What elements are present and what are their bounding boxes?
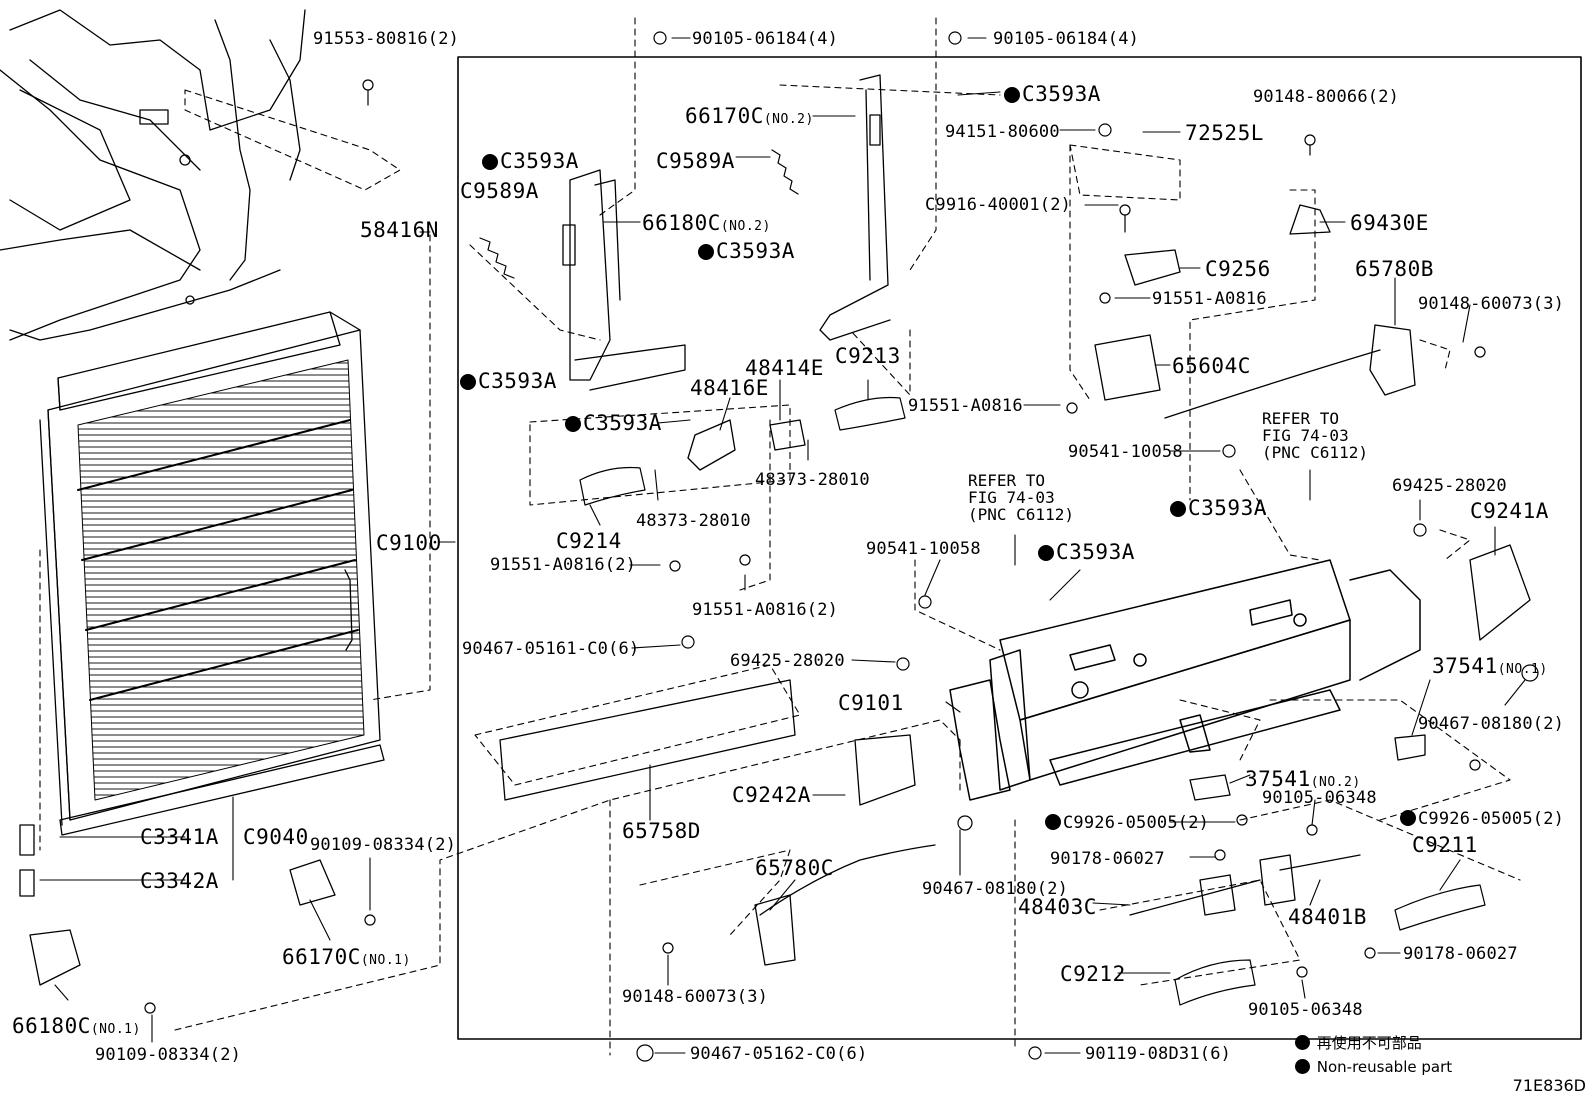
part-label-90541-10058-1: 90541-10058 <box>1068 442 1183 462</box>
part-label-c9213: C9213 <box>835 344 901 368</box>
part-label-48373-28010-1: 48373-28010 <box>755 470 870 490</box>
part-label-c3593a-4: C3593A <box>460 370 557 392</box>
part-label-c9212: C9212 <box>1060 962 1126 986</box>
part-label-c9242a: C9242A <box>732 783 811 807</box>
part-label-c9040: C9040 <box>243 825 309 849</box>
part-label-48414e: 48414E <box>745 356 824 380</box>
non-reusable-marker <box>460 374 476 390</box>
part-label-90148-80066: 90148-80066(2) <box>1253 87 1400 107</box>
figure-code: 71E836D <box>1512 1076 1586 1095</box>
reference-note-2: REFER TO FIG 74-03 (PNC C6112) <box>968 471 1074 524</box>
part-label-90541-10058-2: 90541-10058 <box>866 539 981 559</box>
non-reusable-marker <box>698 244 714 260</box>
part-label-90119-08d31: 90119-08D31(6) <box>1085 1044 1232 1064</box>
part-label-91551-a0816-3: 91551-A0816(2) <box>490 555 637 575</box>
part-label-c3593a-2: C3593A <box>482 150 579 172</box>
part-label-37541-no1: 37541(NO.1) <box>1432 654 1548 678</box>
part-label-91551-a0816-2: 91551-A0816 <box>908 396 1023 416</box>
part-label-37541-no2: 37541(NO.2) <box>1245 767 1361 791</box>
part-label-90467-05162-c0: 90467-05162-C0(6) <box>690 1044 868 1064</box>
part-label-90178-06027-2: 90178-06027 <box>1403 944 1518 964</box>
part-label-c3593a-5: C3593A <box>565 412 662 434</box>
part-label-c3341a: C3341A <box>140 825 219 849</box>
part-label-72525l: 72525L <box>1185 121 1264 145</box>
part-label-48373-28010-2: 48373-28010 <box>636 511 751 531</box>
bolts <box>144 31 1539 1062</box>
part-label-58416n: 58416N <box>360 218 439 242</box>
brackets <box>19 204 1531 986</box>
part-label-90109-08334-1: 90109-08334(2) <box>310 835 457 855</box>
part-label-90109-08334-2: 90109-08334(2) <box>95 1045 242 1065</box>
non-reusable-marker <box>1170 501 1186 517</box>
part-label-90105-06348-2: 90105-06348 <box>1248 1000 1363 1020</box>
part-label-c9211: C9211 <box>1412 833 1478 857</box>
part-label-69425-28020-1: 69425-28020 <box>1392 476 1507 496</box>
part-label-65780b: 65780B <box>1355 257 1434 281</box>
non-reusable-marker <box>1045 814 1061 830</box>
part-label-90105-06348-1: 90105-06348 <box>1262 788 1377 808</box>
part-label-90105-06184-a: 90105-06184(4) <box>692 29 839 49</box>
radiator-core <box>39 311 385 836</box>
part-label-90148-60073-2: 90148-60073(3) <box>622 987 769 1007</box>
part-label-c3593a-7: C3593A <box>1038 541 1135 563</box>
part-label-48401b: 48401B <box>1288 905 1367 929</box>
non-reusable-marker <box>482 154 498 170</box>
part-label-66170c-no1: 66170C(NO.1) <box>282 945 411 969</box>
part-label-69425-28020-2: 69425-28020 <box>730 651 845 671</box>
striker-66180C-no2 <box>562 169 686 391</box>
part-label-90467-08180-1: 90467-08180(2) <box>1418 714 1565 734</box>
part-label-90467-05161-c0: 90467-05161-C0(6) <box>462 639 640 659</box>
part-label-c9589a-2: C9589A <box>460 179 539 203</box>
non-reusable-marker <box>1295 1059 1310 1074</box>
reference-note-1: REFER TO FIG 74-03 (PNC C6112) <box>1262 409 1368 462</box>
part-label-c3342a: C3342A <box>140 869 219 893</box>
leader-lines <box>39 37 1526 1054</box>
part-label-c9241a: C9241A <box>1470 499 1549 523</box>
part-label-90178-06027-1: 90178-06027 <box>1050 849 1165 869</box>
part-label-c3593a-1: C3593A <box>1004 83 1101 105</box>
part-label-65780c: 65780C <box>755 856 834 880</box>
part-label-91553-80816: 91553-80816(2) <box>313 29 460 49</box>
part-label-c9214: C9214 <box>556 529 622 553</box>
part-label-65758d: 65758D <box>622 819 701 843</box>
part-label-65604c: 65604C <box>1172 354 1251 378</box>
non-reusable-marker <box>1004 87 1020 103</box>
non-reusable-marker <box>1038 545 1054 561</box>
part-label-91551-a0816-4: 91551-A0816(2) <box>692 600 839 620</box>
vehicle-body <box>0 9 306 341</box>
part-label-69430e: 69430E <box>1350 211 1429 235</box>
part-label-48403c: 48403C <box>1018 895 1097 919</box>
part-label-66180c-no1: 66180C(NO.1) <box>12 1014 141 1038</box>
striker-66170C-no2 <box>819 74 891 341</box>
part-label-c9926-05005-1: C9926-05005(2) <box>1045 814 1209 832</box>
non-reusable-marker <box>1400 810 1416 826</box>
legend-line-jp: 再使用不可部品 <box>1295 1032 1422 1053</box>
springs <box>479 149 1486 1006</box>
part-label-90148-60073-1: 90148-60073(3) <box>1418 294 1565 314</box>
non-reusable-marker <box>565 416 581 432</box>
part-label-90105-06184-b: 90105-06184(4) <box>993 29 1140 49</box>
part-label-c9589a-1: C9589A <box>656 149 735 173</box>
part-label-66180c-no2: 66180C(NO.2) <box>642 211 771 235</box>
part-label-c9101: C9101 <box>838 691 904 715</box>
non-reusable-marker <box>1295 1035 1310 1050</box>
part-label-94151-80600: 94151-80600 <box>945 122 1060 142</box>
part-label-c9100: C9100 <box>376 531 442 555</box>
part-label-c9256: C9256 <box>1205 257 1271 281</box>
part-label-91551-a0816-1: 91551-A0816 <box>1152 289 1267 309</box>
crossmember <box>949 559 1421 801</box>
part-label-c9926-05005-2: C9926-05005(2) <box>1400 810 1564 828</box>
part-label-c3593a-3: C3593A <box>698 240 795 262</box>
part-label-66170c-no2: 66170C(NO.2) <box>685 104 814 128</box>
part-label-90467-08180-2: 90467-08180(2) <box>922 879 1069 899</box>
main-frame <box>457 56 1582 1040</box>
part-label-c9916-40001: C9916-40001(2) <box>925 195 1072 215</box>
legend-line-en: Non-reusable part <box>1295 1058 1452 1076</box>
part-label-c3593a-6: C3593A <box>1170 497 1267 519</box>
part-label-48416e: 48416E <box>690 376 769 400</box>
